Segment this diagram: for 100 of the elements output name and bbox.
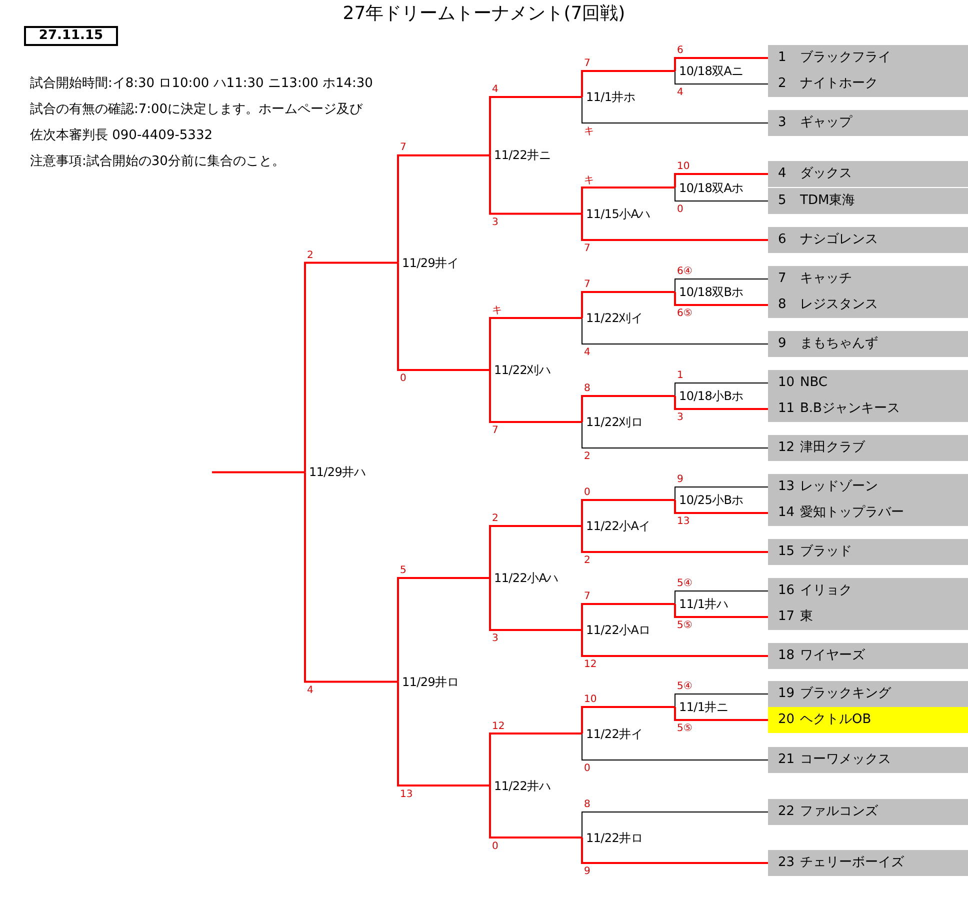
team-name: ブラックキング bbox=[800, 685, 891, 703]
match-label: 11/22井ロ bbox=[586, 830, 642, 846]
score-label: 1 bbox=[677, 370, 684, 381]
bracket-line bbox=[581, 838, 768, 864]
bracket-line bbox=[581, 186, 675, 214]
team-box bbox=[768, 45, 968, 71]
team-number: 9 bbox=[778, 335, 786, 353]
team-number: 15 bbox=[778, 543, 795, 561]
score-label: 9 bbox=[677, 474, 684, 485]
score-label: 2 bbox=[584, 555, 590, 566]
team-box bbox=[768, 500, 968, 526]
score-label: 4 bbox=[492, 84, 498, 95]
team-number: 10 bbox=[778, 374, 795, 392]
team-number: 11 bbox=[778, 400, 795, 418]
note-text: 注意事項:試合開始の30分前に集合のこと。 bbox=[30, 153, 285, 171]
team-box bbox=[768, 188, 968, 214]
team-number: 14 bbox=[778, 504, 795, 522]
bracket-line bbox=[581, 499, 675, 526]
team-box bbox=[768, 396, 968, 422]
match-label: 10/25小Bホ bbox=[679, 492, 744, 508]
match-label: 10/18双Aホ bbox=[679, 180, 744, 196]
score-label: 8 bbox=[584, 383, 590, 394]
score-label: 4 bbox=[307, 684, 314, 696]
bracket-line bbox=[674, 70, 768, 84]
score-label: 3 bbox=[492, 216, 498, 228]
team-number: 13 bbox=[778, 478, 795, 496]
score-label: 12 bbox=[584, 659, 597, 670]
score-label: 5⑤ bbox=[677, 723, 692, 734]
team-name: ファルコンズ bbox=[800, 803, 878, 821]
match-label: 11/29井ロ bbox=[402, 674, 458, 690]
team-number: 6 bbox=[778, 231, 786, 249]
team-name: 津田クラブ bbox=[800, 439, 865, 457]
bracket-line bbox=[674, 173, 768, 188]
team-name: 愛知トップラバー bbox=[800, 504, 904, 522]
team-box bbox=[768, 474, 968, 500]
team-number: 1 bbox=[778, 49, 786, 67]
score-label: 0 bbox=[584, 763, 590, 774]
bracket-line bbox=[489, 578, 582, 631]
team-name: NBC bbox=[800, 374, 828, 392]
bracket-line bbox=[489, 525, 582, 578]
team-number: 12 bbox=[778, 439, 795, 457]
score-label: 12 bbox=[492, 720, 505, 732]
team-number: 18 bbox=[778, 647, 795, 665]
score-label: 6④ bbox=[677, 266, 692, 277]
score-label: 0 bbox=[492, 840, 498, 852]
team-box bbox=[768, 850, 968, 876]
team-number: 8 bbox=[778, 296, 786, 314]
bracket-line bbox=[674, 278, 768, 292]
score-label: 2 bbox=[492, 513, 498, 524]
match-label: 11/22小Aハ bbox=[494, 570, 558, 586]
team-box bbox=[768, 292, 968, 318]
bracket-line bbox=[581, 214, 768, 241]
team-box bbox=[768, 370, 968, 396]
bracket-line bbox=[674, 694, 768, 708]
team-name: ワイヤーズ bbox=[800, 647, 865, 665]
score-label: 8 bbox=[584, 799, 590, 810]
team-name: ブラッド bbox=[800, 543, 852, 561]
team-number: 16 bbox=[778, 582, 795, 600]
bracket-line bbox=[674, 604, 768, 618]
team-box bbox=[768, 227, 968, 253]
team-number: 4 bbox=[778, 165, 786, 183]
bracket-line bbox=[489, 732, 582, 786]
bracket-line bbox=[674, 57, 768, 71]
team-number: 21 bbox=[778, 751, 795, 769]
match-label: 10/18双Bホ bbox=[679, 284, 744, 300]
team-name: チェリーボーイズ bbox=[800, 854, 904, 872]
title: 27年ドリームトーナメント(7回戦) bbox=[342, 3, 626, 25]
score-label: 10 bbox=[584, 694, 597, 705]
bracket-line bbox=[489, 370, 582, 423]
team-box bbox=[768, 707, 968, 733]
bracket-line bbox=[489, 317, 582, 370]
bracket-line bbox=[582, 96, 768, 124]
team-name: レッドゾーン bbox=[800, 478, 878, 496]
match-label: 11/22刈ロ bbox=[586, 414, 642, 430]
bracket-line bbox=[397, 262, 490, 371]
team-number: 19 bbox=[778, 685, 795, 703]
bracket-line bbox=[582, 422, 768, 448]
score-label: 6 bbox=[677, 45, 684, 56]
team-name: ブラックフライ bbox=[800, 49, 891, 67]
team-number: 2 bbox=[778, 75, 786, 93]
team-name: TDM東海 bbox=[800, 192, 856, 210]
bracket-line bbox=[581, 70, 675, 97]
score-label: 0 bbox=[584, 487, 590, 498]
match-label: 11/22井ニ bbox=[494, 147, 550, 164]
team-name: レジスタンス bbox=[800, 296, 878, 314]
team-box bbox=[768, 604, 968, 630]
bracket-line bbox=[581, 291, 675, 318]
score-label: キ bbox=[492, 305, 502, 316]
team-number: 20 bbox=[778, 711, 795, 729]
bracket-line bbox=[582, 733, 768, 760]
score-label: 5⑤ bbox=[677, 620, 692, 631]
team-name: ダックス bbox=[800, 165, 852, 183]
team-name: ギャップ bbox=[800, 114, 852, 132]
team-box bbox=[768, 435, 968, 461]
team-name: ナイトホーク bbox=[800, 75, 878, 93]
team-number: 23 bbox=[778, 854, 795, 872]
score-label: 13 bbox=[677, 516, 690, 527]
match-label: 11/22刈イ bbox=[586, 310, 642, 326]
score-label: 7 bbox=[584, 591, 590, 602]
bracket-line bbox=[674, 187, 768, 202]
